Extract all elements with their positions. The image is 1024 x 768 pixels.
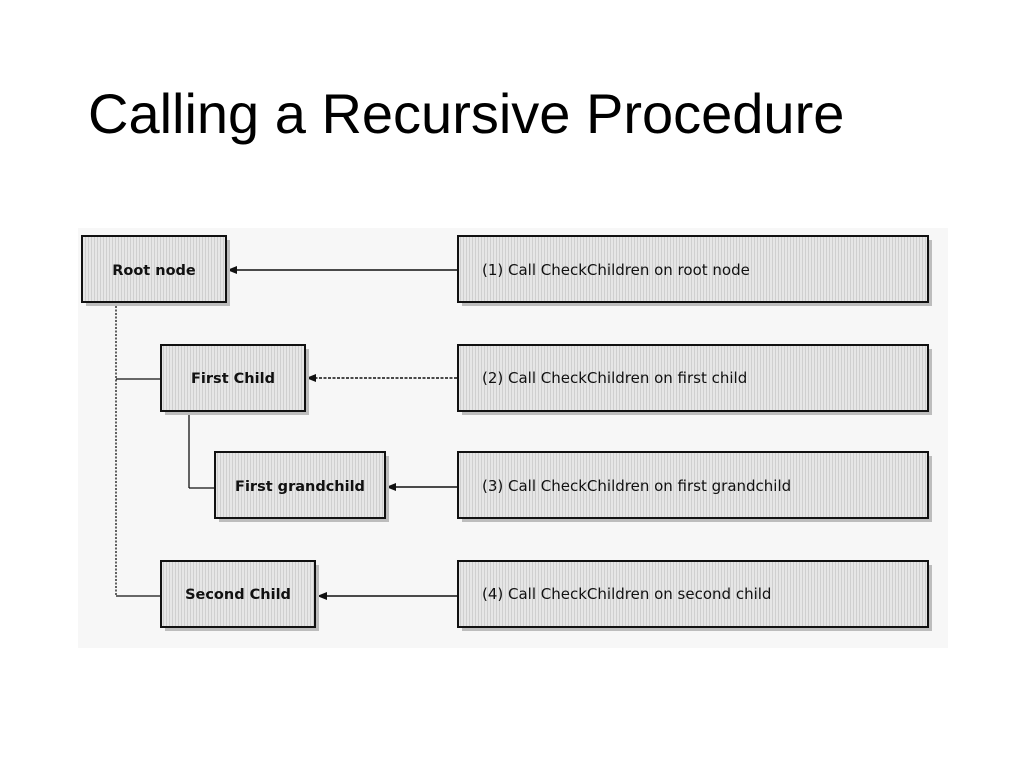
step-4-label: (4) Call CheckChildren on second child <box>482 585 771 603</box>
recursion-diagram: Root node First Child First grandchild S… <box>78 228 948 648</box>
step-2-box: (2) Call CheckChildren on first child <box>457 344 932 415</box>
call-arrows <box>227 266 457 600</box>
node-second-child-label: Second Child <box>185 587 291 603</box>
node-root-label: Root node <box>112 263 196 279</box>
step-4-box: (4) Call CheckChildren on second child <box>457 560 932 631</box>
node-first-child: First Child <box>160 344 309 415</box>
diagram-canvas: Root node First Child First grandchild S… <box>81 235 932 631</box>
node-root: Root node <box>81 235 230 306</box>
tree-connectors <box>115 306 214 597</box>
node-second-child: Second Child <box>160 560 319 631</box>
step-1-box: (1) Call CheckChildren on root node <box>457 235 932 306</box>
node-first-grandchild: First grandchild <box>214 451 389 522</box>
step-3-box: (3) Call CheckChildren on first grandchi… <box>457 451 932 522</box>
step-1-label: (1) Call CheckChildren on root node <box>482 261 750 279</box>
node-first-grandchild-label: First grandchild <box>235 479 365 495</box>
step-2-label: (2) Call CheckChildren on first child <box>482 369 747 387</box>
node-first-child-label: First Child <box>191 371 275 387</box>
step-3-label: (3) Call CheckChildren on first grandchi… <box>482 477 791 495</box>
slide-title: Calling a Recursive Procedure <box>88 82 845 145</box>
